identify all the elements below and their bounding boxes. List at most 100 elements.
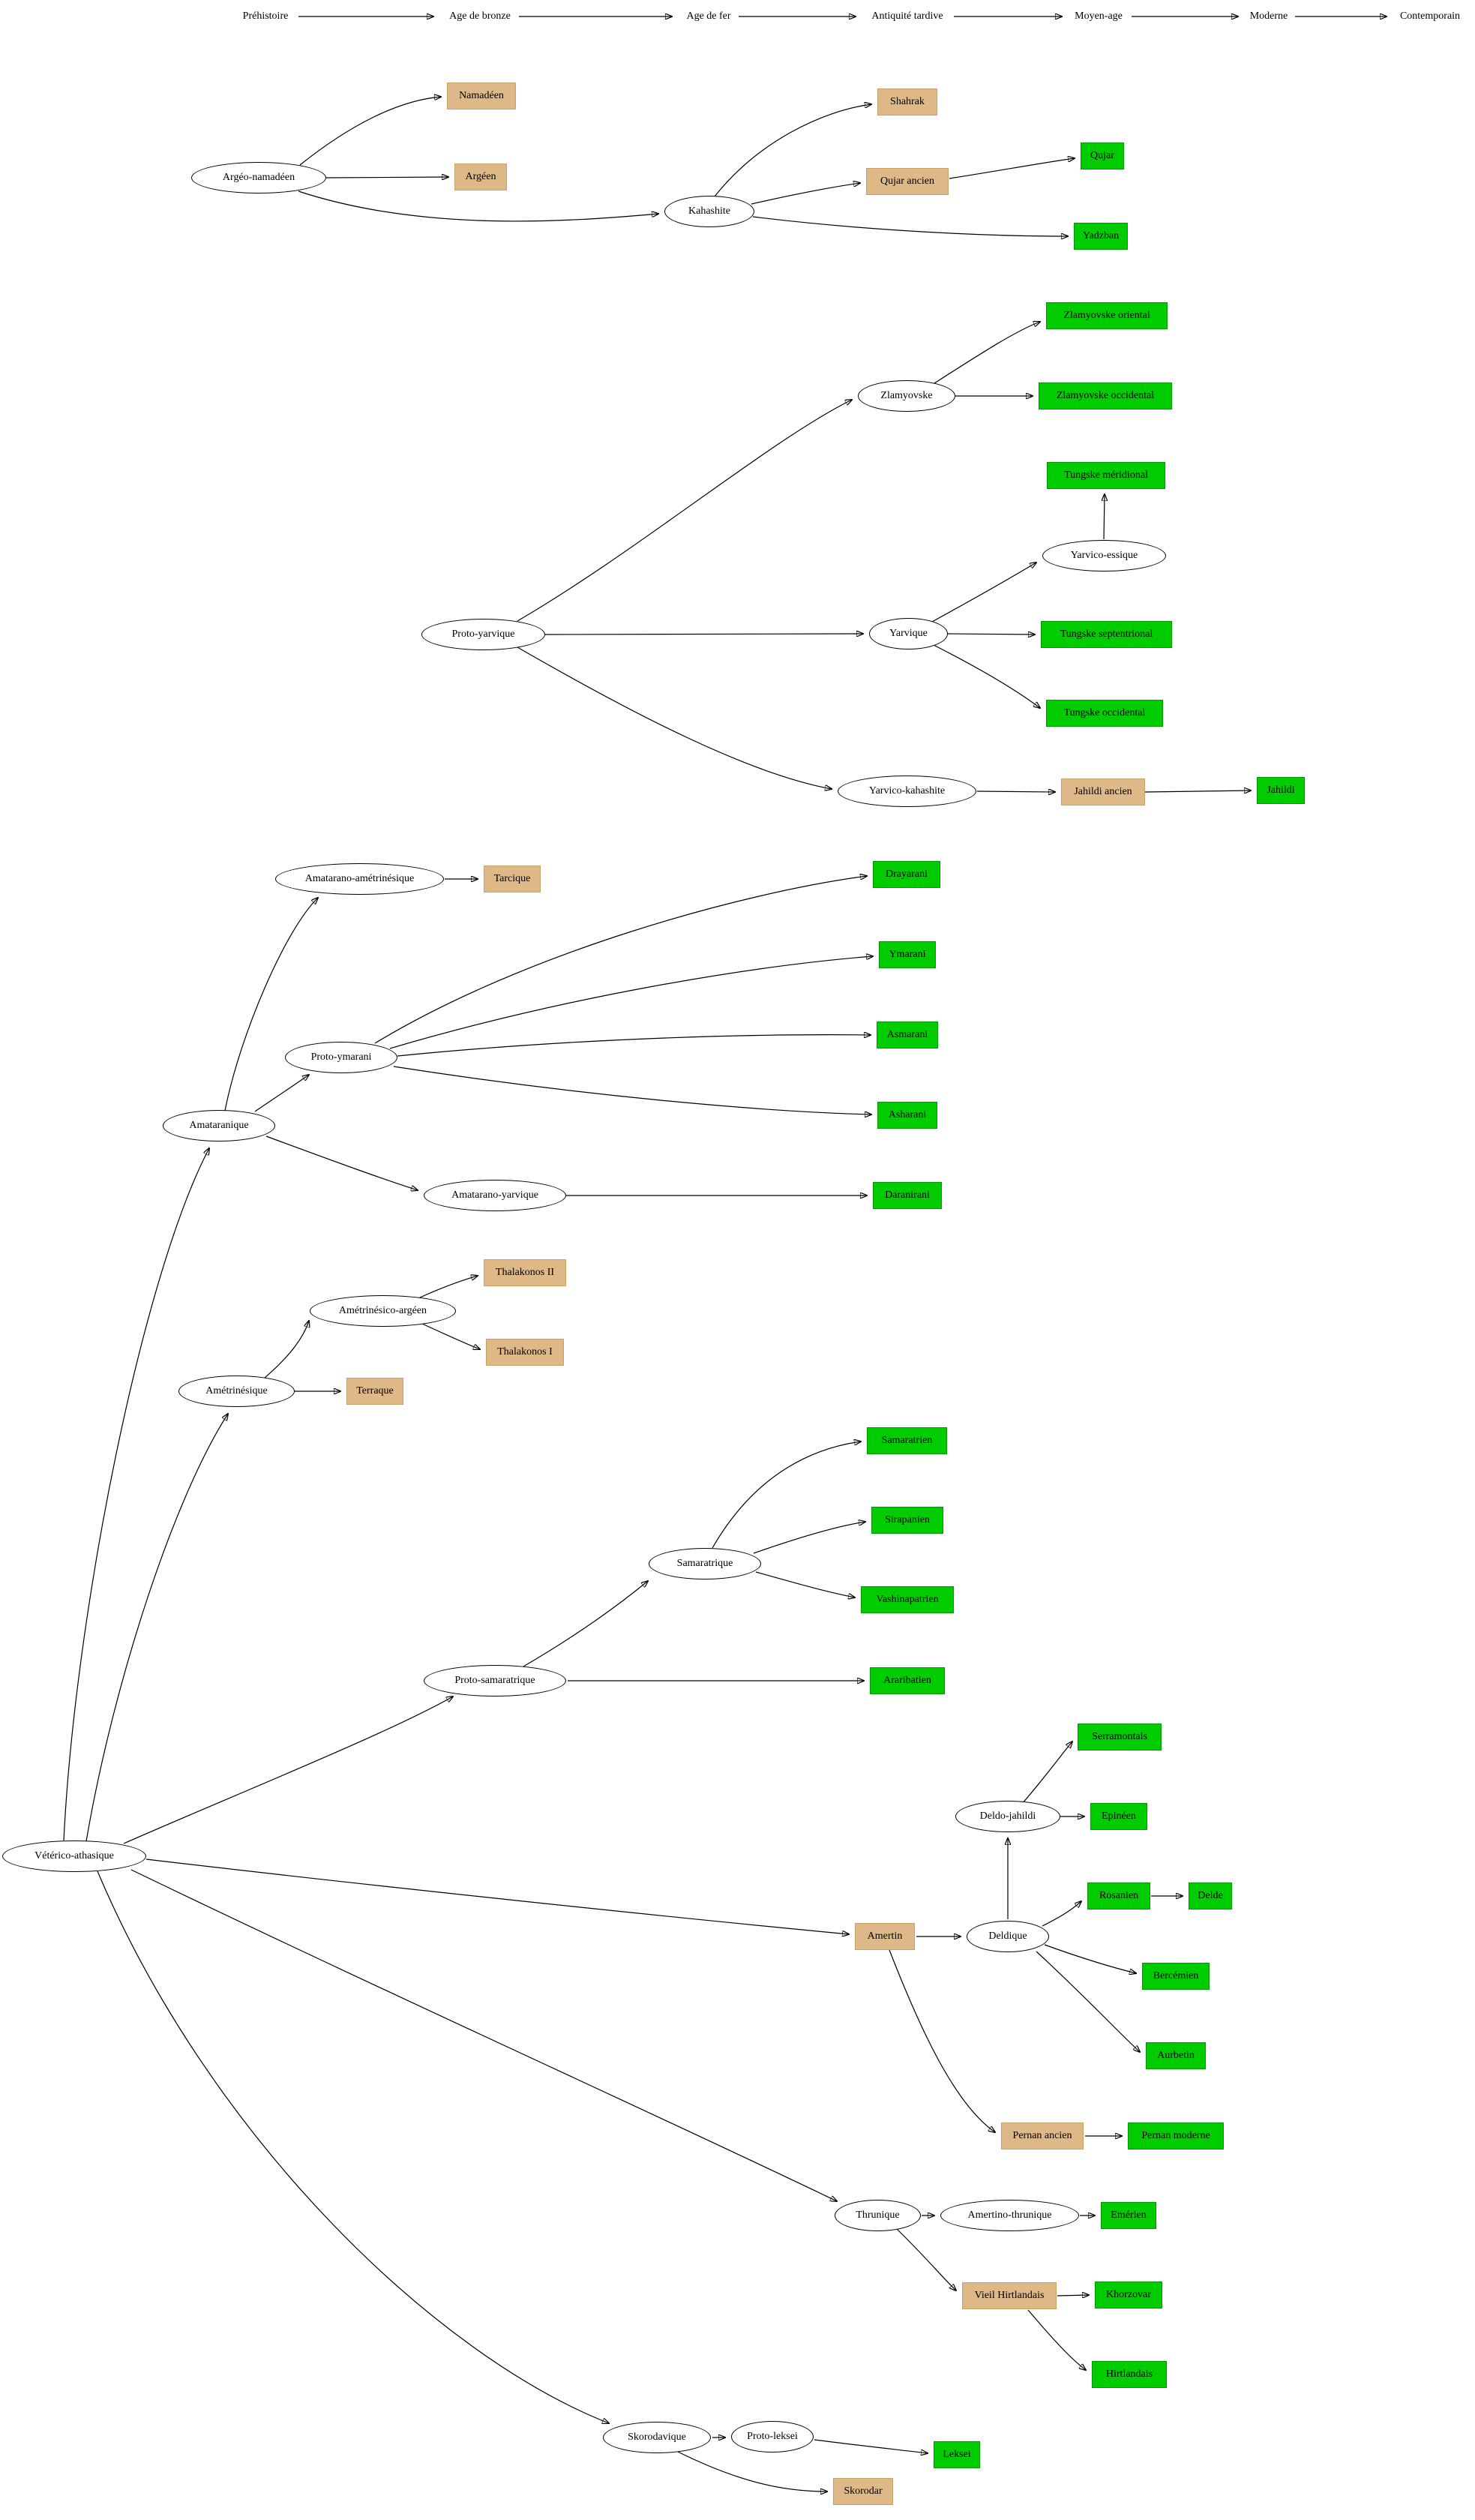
era-label-moderne: Moderne — [1249, 10, 1288, 22]
node-deldique: Deldique — [967, 1921, 1049, 1952]
edge — [712, 1442, 861, 1549]
edge — [714, 104, 871, 197]
edge — [523, 1581, 648, 1667]
node-qujar-ancien: Qujar ancien — [866, 168, 949, 195]
edge — [389, 956, 873, 1049]
era-label-moyen-age: Moyen-age — [1075, 10, 1123, 22]
node-argeo-namadeen: Argéo-namadéen — [191, 162, 326, 194]
node-emerien: Emérien — [1101, 2202, 1156, 2229]
edge — [254, 1075, 309, 1112]
edge — [325, 177, 448, 178]
edge — [753, 1522, 865, 1554]
node-khorzovar: Khorzovar — [1095, 2282, 1162, 2308]
node-zlamyovske: Zlamyovske — [858, 380, 955, 412]
node-amertin: Amertin — [855, 1923, 915, 1950]
edge — [751, 183, 860, 205]
node-amatarano-yarvique: Amatarano-yarvique — [424, 1180, 566, 1211]
edge — [63, 1148, 209, 1841]
node-yarvico-kahashite: Yarvico-kahashite — [838, 776, 976, 807]
node-amertino-thrunique: Amertino-thrunique — [940, 2200, 1079, 2231]
era-label-age-de-fer: Age de fer — [686, 10, 731, 22]
edge — [814, 2439, 928, 2453]
node-thalakonos-i: Thalakonos I — [486, 1339, 564, 1366]
node-proto-ymarani: Proto-ymarani — [285, 1042, 397, 1073]
edge — [97, 1870, 609, 2423]
node-jahildi-ancien: Jahildi ancien — [1061, 778, 1145, 806]
era-label-age-de-bronze: Age de bronze — [449, 10, 511, 22]
node-proto-leksei: Proto-leksei — [731, 2421, 814, 2452]
node-ymarani: Ymarani — [879, 941, 936, 968]
era-label-prehistoire: Préhistoire — [242, 10, 289, 22]
edge — [1021, 1742, 1072, 1804]
node-vieil-hirtlandais: Vieil Hirtlandais — [962, 2282, 1057, 2309]
edge — [889, 1949, 995, 2132]
era-label-contemporain: Contemporain — [1399, 10, 1461, 22]
edge — [933, 644, 1040, 708]
node-argeen: Argéen — [454, 164, 507, 190]
edge — [1044, 1944, 1136, 1973]
node-asmarani: Asmarani — [877, 1022, 938, 1048]
node-qujar: Qujar — [1081, 142, 1124, 170]
edge — [298, 190, 658, 222]
edge — [896, 2228, 956, 2290]
edge — [1144, 790, 1251, 792]
node-pernan-ancien: Pernan ancien — [1001, 2122, 1084, 2150]
node-zlamyovske-occidental: Zlamyovske occidental — [1039, 382, 1172, 410]
edge — [421, 1323, 480, 1349]
node-bercemien: Bercémien — [1142, 1963, 1210, 1990]
edge — [931, 562, 1036, 622]
edge — [299, 97, 441, 166]
node-thalakonos-ii: Thalakonos II — [484, 1259, 566, 1286]
node-rosanien: Rosanien — [1087, 1882, 1150, 1910]
node-amatarano-ametrinesique: Amatarano-amétrinésique — [275, 863, 444, 895]
edge — [1057, 2295, 1089, 2296]
node-hirtlandais: Hirtlandais — [1092, 2361, 1167, 2388]
node-delde: Delde — [1189, 1882, 1232, 1910]
node-skorodavique: Skorodavique — [603, 2422, 711, 2453]
edge — [755, 1571, 855, 1598]
node-proto-samaratrique: Proto-samaratrique — [424, 1665, 566, 1696]
node-serramontais: Serramontais — [1078, 1724, 1162, 1750]
edge — [265, 1136, 418, 1190]
edge — [676, 2450, 827, 2492]
node-jahildi: Jahildi — [1257, 777, 1305, 804]
edge — [224, 898, 318, 1112]
node-tungske-septentrional: Tungske septentrional — [1041, 621, 1172, 648]
node-yadzban: Yadzban — [1074, 223, 1128, 250]
node-zlamyovske-oriental: Zlamyovske oriental — [1046, 302, 1168, 329]
node-ametrinesico-argeen: Amétrinésico-argéen — [310, 1295, 456, 1327]
edge — [130, 1869, 837, 2201]
edge — [976, 791, 1055, 792]
node-amataranique: Amataranique — [163, 1110, 275, 1142]
node-tarcique: Tarcique — [484, 866, 541, 892]
edge — [752, 216, 1068, 236]
node-pernan-moderne: Pernan moderne — [1128, 2122, 1224, 2150]
node-vashinapatrien: Vashinapatrien — [861, 1586, 954, 1613]
node-samaratrique: Samaratrique — [649, 1548, 761, 1580]
node-leksei: Leksei — [934, 2441, 980, 2468]
edge — [517, 400, 852, 622]
edge — [1027, 2309, 1086, 2370]
edge — [418, 1276, 478, 1299]
node-proto-yarvique: Proto-yarvique — [421, 619, 545, 650]
node-aurbetin: Aurbetin — [1146, 2042, 1206, 2069]
node-samaratrien: Samaratrien — [867, 1427, 947, 1454]
node-veterico-athasique: Vétérico-athasique — [2, 1840, 146, 1872]
node-sirapanien: Sirapanien — [871, 1507, 943, 1534]
node-thrunique: Thrunique — [835, 2200, 921, 2231]
node-skorodar: Skorodar — [833, 2478, 893, 2505]
edge — [934, 322, 1040, 384]
node-ametrinesique: Amétrinésique — [178, 1376, 295, 1407]
node-tungske-meridional: Tungske méridional — [1047, 462, 1165, 489]
edge — [1042, 1901, 1081, 1927]
node-namadeen: Namadéen — [447, 82, 516, 110]
edge — [263, 1321, 309, 1379]
edge — [949, 158, 1075, 179]
edge — [123, 1696, 453, 1844]
node-asharani: Asharani — [877, 1102, 937, 1129]
edge — [1104, 494, 1105, 540]
node-yarvico-essique: Yarvico-essique — [1042, 540, 1166, 572]
edge — [393, 1066, 871, 1114]
